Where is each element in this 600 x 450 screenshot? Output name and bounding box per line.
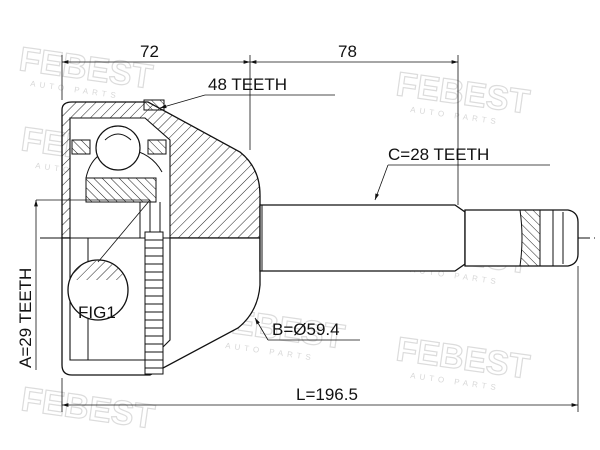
dim-72-label: 72 [140,42,159,61]
fig1-detail: FIG1 [67,259,129,322]
seal-diameter-callout: B=Ø59.4 [254,317,360,341]
spline-outer-callout: C=28 TEETH [374,145,550,201]
inner-race [71,125,167,238]
dim-shaft-length: 78 [249,42,459,205]
spline-outer-label: C=28 TEETH [388,145,489,164]
dim-total-length: L=196.5 [61,266,579,412]
watermark-brand: FEBEST [19,380,157,436]
spline-inner-dim: A=29 TEETH [16,199,151,370]
figure-label: FIG1 [78,303,116,322]
seal-diameter-label: B=Ø59.4 [272,320,340,339]
abs-tone-ring [144,231,164,375]
dim-78-label: 78 [338,42,357,61]
total-length-label: L=196.5 [296,385,358,404]
dim-inner-length: 72 [61,42,251,150]
abs-teeth-label: 48 TEETH [208,75,287,94]
abs-teeth-callout: 48 TEETH [143,75,335,111]
spline-inner-label: A=29 TEETH [16,268,35,368]
axle-shaft [259,204,579,272]
